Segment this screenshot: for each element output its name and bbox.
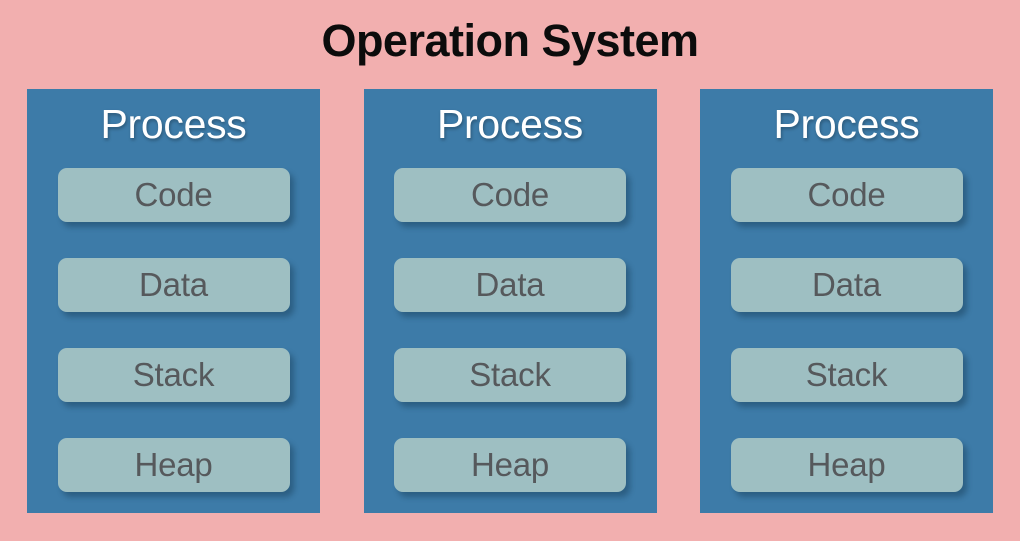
memory-segment-data-2: Data [394, 258, 626, 312]
memory-segments-1: Code Data Stack Heap [27, 168, 320, 492]
process-title-2: Process [436, 101, 583, 147]
memory-segment-code-2: Code [394, 168, 626, 222]
process-box-3: Process Code Data Stack Heap [700, 89, 993, 513]
memory-segment-label: Code [807, 176, 886, 213]
memory-segment-heap-3: Heap [730, 438, 963, 492]
memory-segment-label: Stack [132, 356, 215, 393]
process-box-1: Process Code Data Stack Heap [27, 89, 320, 513]
memory-segment-stack-3: Stack [730, 348, 963, 402]
memory-segment-label: Stack [469, 356, 551, 393]
memory-segment-label: Data [139, 266, 208, 303]
page-title: Operation System [321, 15, 699, 66]
process-list: Process Code Data Stack Heap Process [27, 89, 993, 513]
memory-segment-heap-1: Heap [57, 438, 290, 492]
memory-segment-label: Heap [134, 446, 213, 483]
memory-segment-label: Data [812, 266, 881, 303]
memory-segment-code-3: Code [730, 168, 963, 222]
memory-segment-data-3: Data [730, 258, 963, 312]
memory-segment-label: Code [134, 176, 213, 213]
memory-segment-label: Heap [807, 446, 886, 483]
memory-segment-stack-2: Stack [394, 348, 626, 402]
memory-segments-2: Code Data Stack Heap [364, 168, 657, 492]
memory-segment-stack-1: Stack [57, 348, 290, 402]
memory-segment-data-1: Data [57, 258, 290, 312]
memory-segment-label: Data [475, 266, 545, 303]
memory-segment-heap-2: Heap [394, 438, 626, 492]
process-title-3: Process [773, 101, 920, 147]
process-box-2: Process Code Data Stack Heap [363, 89, 657, 513]
memory-segments-3: Code Data Stack Heap [700, 168, 993, 492]
memory-segment-label: Heap [470, 446, 550, 483]
memory-segment-code-1: Code [57, 168, 290, 222]
process-title-1: Process [100, 101, 247, 147]
memory-segment-label: Code [470, 176, 550, 213]
memory-segment-label: Stack [805, 356, 888, 393]
